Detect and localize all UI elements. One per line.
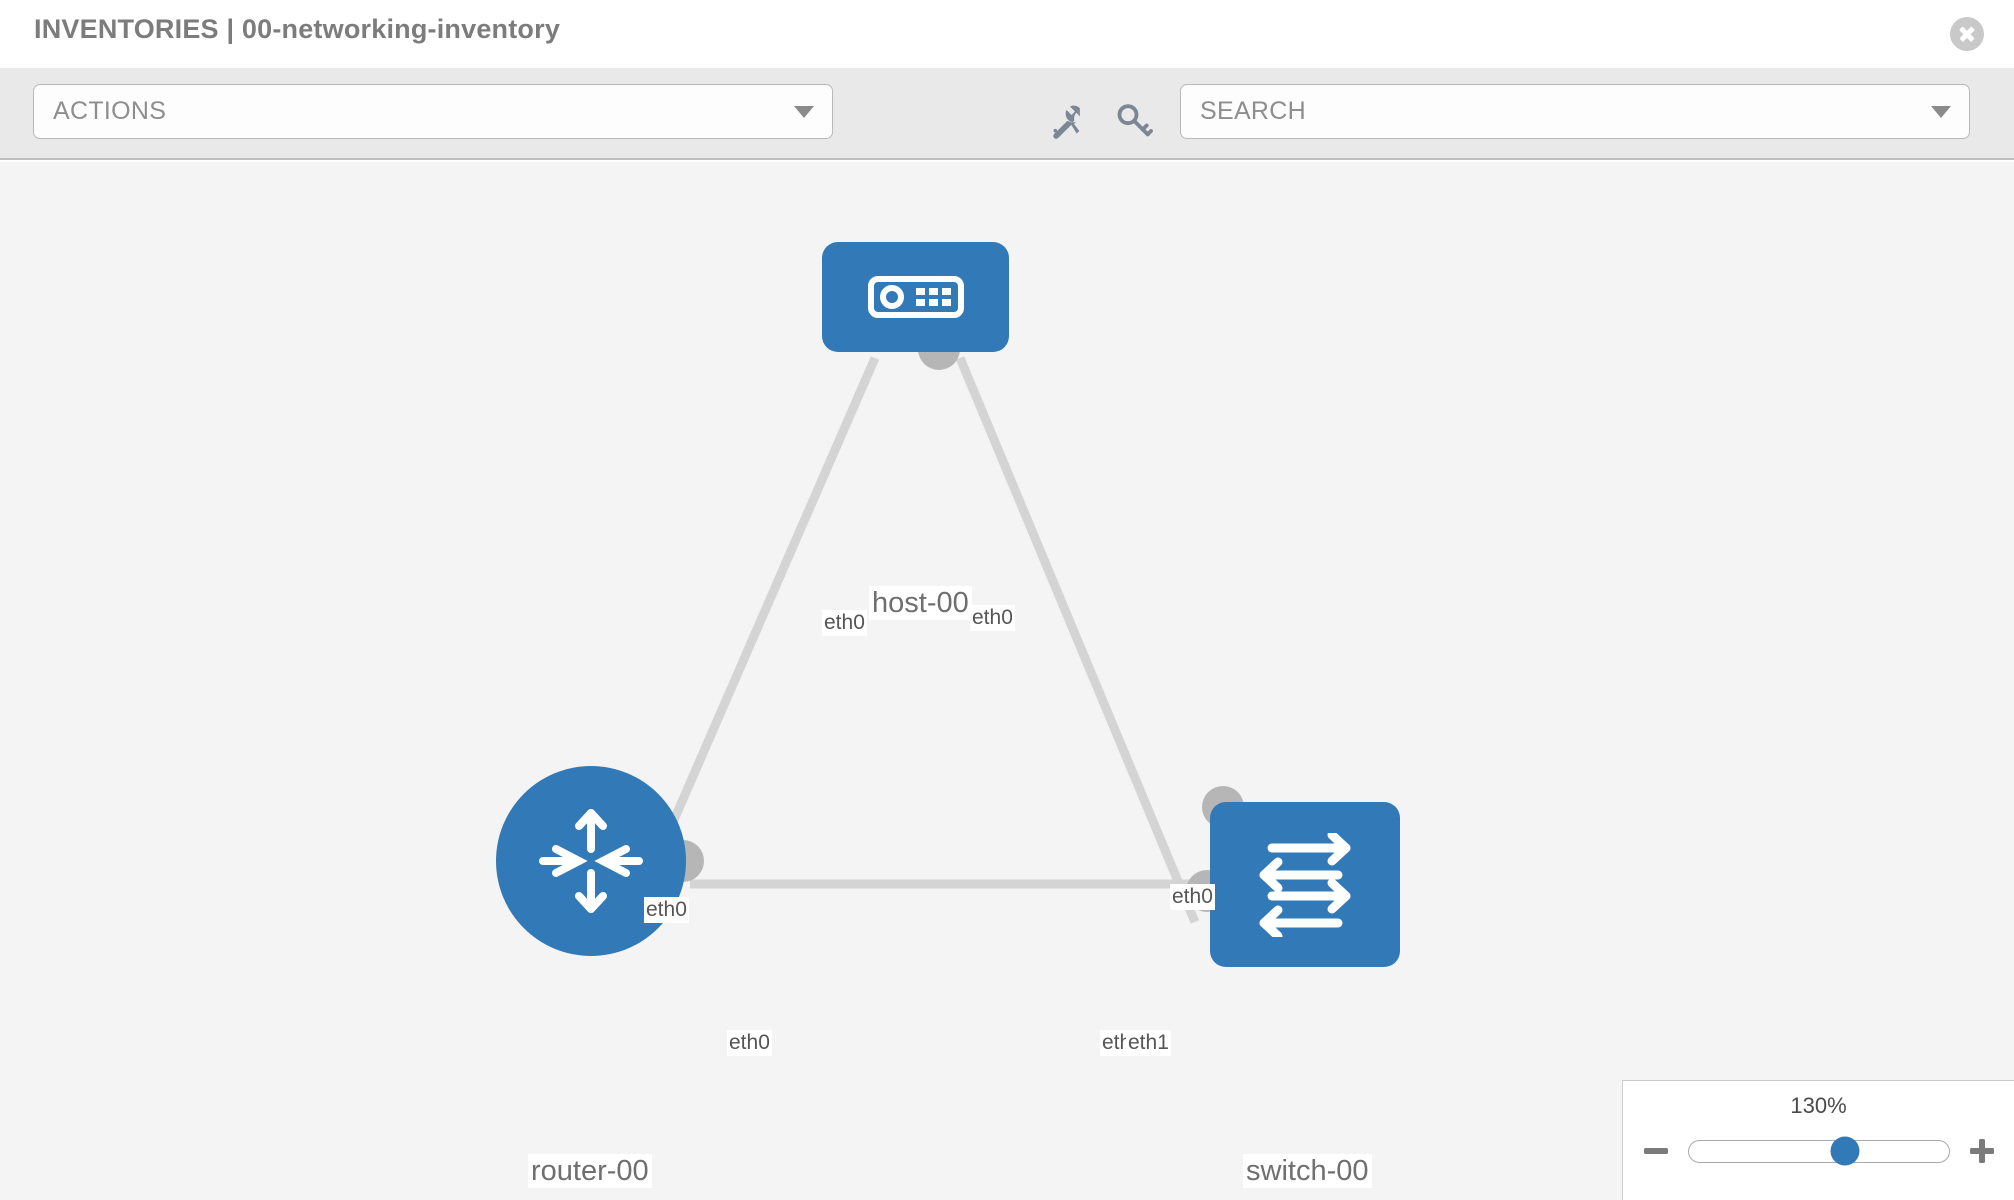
zoom-slider-thumb[interactable]	[1830, 1136, 1859, 1166]
toolbar: ACTIONS SEARCH	[0, 68, 2014, 160]
topology-canvas[interactable]: host-00 eth0 eth0 router-00 eth0 eth0	[0, 162, 2014, 1200]
interface-label-host-eth0-right: eth0	[970, 605, 1015, 631]
close-icon[interactable]	[1950, 17, 1984, 51]
topology-edges	[655, 356, 1215, 924]
router-icon	[539, 809, 643, 913]
node-label-router-00: router-00	[528, 1154, 652, 1188]
zoom-in-button[interactable]	[1968, 1137, 1996, 1165]
node-label-host-00: host-00	[869, 586, 972, 620]
interface-label-router-eth0-right: eth0	[727, 1030, 772, 1056]
server-icon	[867, 276, 964, 318]
page-title: INVENTORIES | 00-networking-inventory	[34, 14, 561, 44]
key-icon[interactable]	[1114, 100, 1154, 140]
zoom-slider[interactable]	[1687, 1136, 1950, 1166]
search-placeholder: SEARCH	[1200, 97, 1306, 125]
page-header: INVENTORIES | 00-networking-inventory	[0, 0, 2014, 68]
node-host-00[interactable]	[822, 242, 1009, 370]
zoom-level-value: 130%	[1790, 1093, 1847, 1118]
chevron-down-icon	[794, 105, 814, 118]
node-label-switch-00: switch-00	[1243, 1154, 1372, 1188]
chevron-down-icon	[1931, 105, 1951, 118]
wrench-icon[interactable]	[1046, 100, 1086, 140]
interface-label-host-eth0-left: eth0	[822, 610, 867, 636]
zoom-out-button[interactable]	[1642, 1137, 1670, 1165]
edge-host-router[interactable]	[655, 356, 880, 854]
search-input[interactable]: SEARCH	[1180, 84, 1970, 139]
interface-label-router-eth0-up: eth0	[644, 897, 689, 923]
switch-node-shape[interactable]	[1210, 802, 1400, 967]
node-router-00[interactable]	[496, 766, 704, 956]
interface-label-switch-eth0-top: eth0	[1170, 884, 1215, 910]
actions-dropdown-value: ACTIONS	[53, 97, 167, 125]
interface-label-switch-eth1: eth1	[1126, 1030, 1171, 1056]
zoom-control-panel: 130%	[1622, 1080, 2014, 1200]
switch-icon	[1259, 832, 1351, 937]
node-switch-00[interactable]	[1186, 786, 1400, 967]
host-node-shape[interactable]	[822, 242, 1009, 352]
zoom-slider-row	[1623, 1131, 2014, 1171]
router-node-shape[interactable]	[496, 766, 686, 956]
actions-dropdown[interactable]: ACTIONS	[33, 84, 833, 139]
edge-host-switch[interactable]	[955, 356, 1200, 924]
